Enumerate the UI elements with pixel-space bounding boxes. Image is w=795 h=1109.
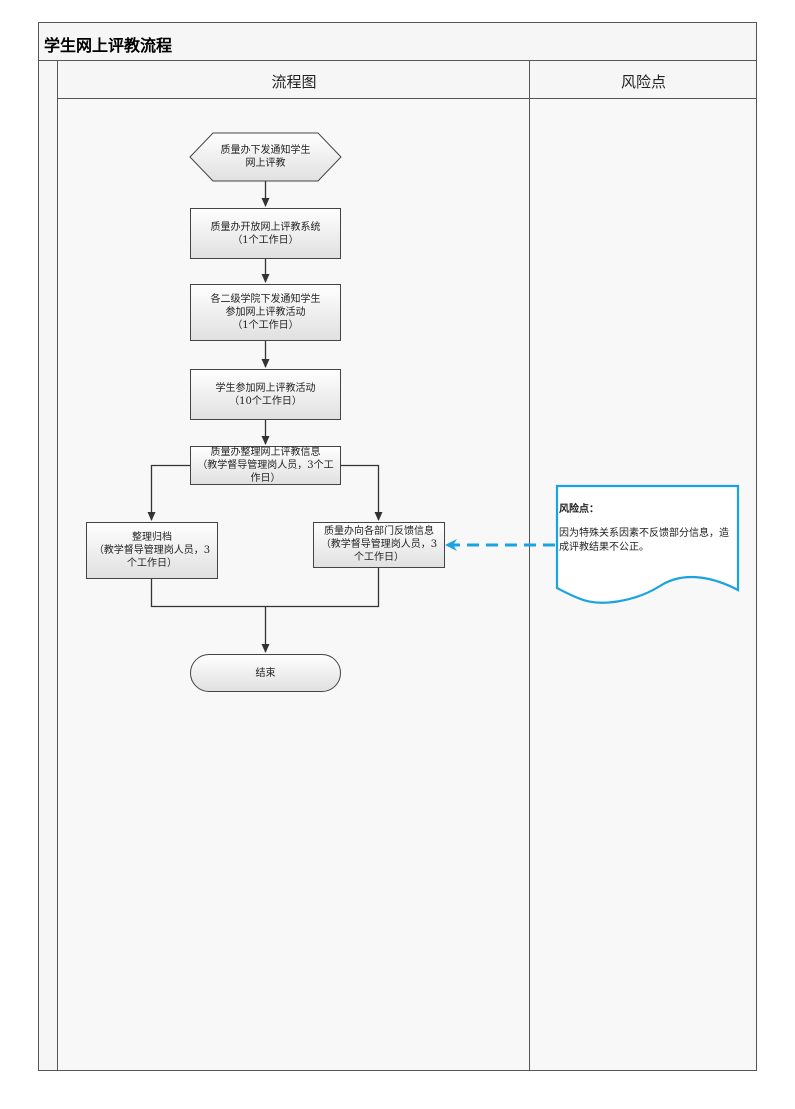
start-hexagon xyxy=(189,132,342,182)
title-bar xyxy=(38,22,757,61)
organize-info-label: 质量办整理网上评教信息 （教学督导管理岗人员，3个工 作日） xyxy=(197,446,334,484)
risk-note-heading: 风险点： xyxy=(559,504,599,515)
lane-title-flow: 流程图 xyxy=(271,72,317,91)
process-box-feedback xyxy=(313,522,445,568)
risk-note: 风险点： 因为特殊关系因素不反馈部分信息，造成评教结果不公正。 xyxy=(559,503,735,555)
student-evaluate-label: 学生参加网上评教活动 （10个工作日） xyxy=(215,382,316,407)
page-title: 学生网上评教流程 xyxy=(44,36,173,55)
feedback-label: 质量办向各部门反馈信息 （教学督导管理岗人员，3 个工作日） xyxy=(320,526,438,563)
archive-label: 整理归档 （教学督导管理岗人员，3 个工作日） xyxy=(93,532,211,569)
process-box-organize-info xyxy=(190,446,341,485)
college-notify-label: 各二级学院下发通知学生 参加网上评教活动 （1个工作日） xyxy=(210,294,321,331)
end-terminator xyxy=(190,654,341,692)
pool-left-strip xyxy=(38,60,58,1071)
open-system-label: 质量办开放网上评教系统 （1个工作日） xyxy=(210,221,321,246)
process-box-student-evaluate xyxy=(190,369,341,420)
lane-body-flow xyxy=(57,98,530,1071)
lane-title-risk: 风险点 xyxy=(620,72,666,91)
start-label: 质量办下发通知学生 网上评教 xyxy=(220,145,311,169)
arrow-organize-to-feedback xyxy=(341,464,383,521)
arrow-organize-to-archive xyxy=(147,464,190,521)
end-label: 结束 xyxy=(255,667,276,679)
process-box-college-notify xyxy=(190,284,341,341)
process-box-open-system xyxy=(190,208,341,259)
risk-note-body: 因为特殊关系因素不反馈部分信息，造成评教结果不公正。 xyxy=(559,528,729,553)
lane-header-flow xyxy=(57,60,530,99)
risk-note-shape xyxy=(555,484,740,604)
process-box-archive xyxy=(86,522,218,579)
